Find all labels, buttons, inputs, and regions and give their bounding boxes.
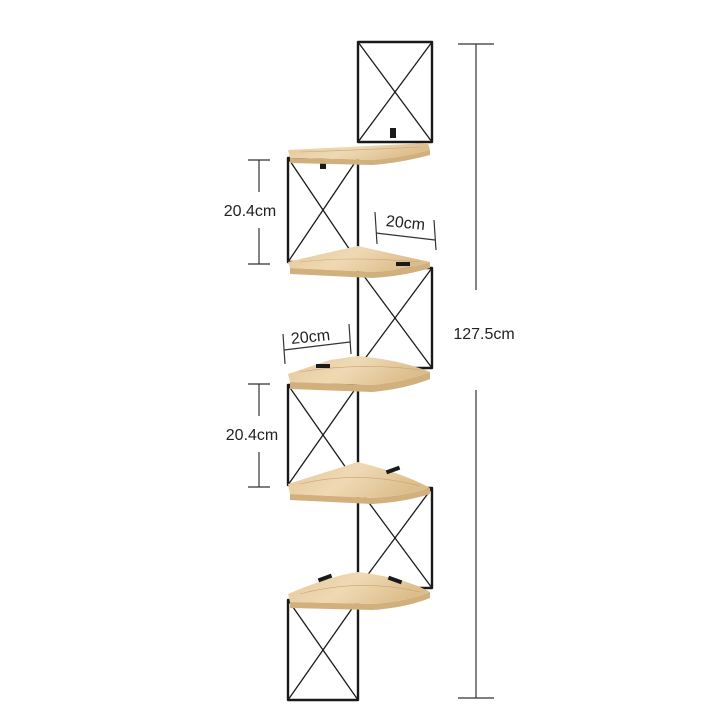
metal-frame-3 [356,266,434,370]
shelf-depth-right-label: 20cm [385,213,426,234]
dimension-shelf-spacing-top: 20.4cm [224,159,276,265]
dimension-shelf-depth-right: 20cm [374,211,437,251]
wood-shelf-2 [288,246,430,278]
metal-frame-6 [286,598,360,702]
wood-shelf-3 [288,356,430,392]
wood-shelf-4 [288,462,430,504]
metal-frame-2 [286,156,360,264]
total-height-label: 127.5cm [453,326,514,343]
shelf-spacing-top-label: 20.4cm [224,203,276,220]
shelf-depth-left-label: 20cm [290,327,331,348]
dimension-shelf-spacing-bottom: 20.4cm [226,383,278,488]
dimension-shelf-depth-left: 20cm [282,323,352,365]
dimension-total-height: 127.5cm [453,43,515,699]
shelf-spacing-bottom-label: 20.4cm [226,427,278,444]
wood-shelf-1 [288,143,430,165]
metal-frame-1 [356,40,434,144]
wood-shelf-5 [288,572,430,610]
